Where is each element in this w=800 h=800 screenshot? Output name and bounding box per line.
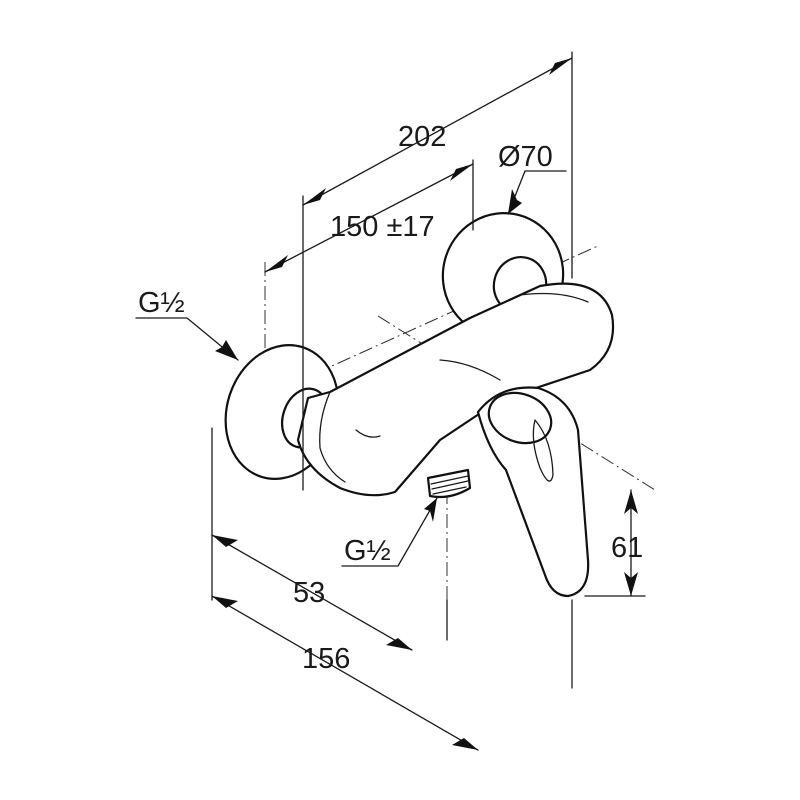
leader-thread-left bbox=[135, 317, 239, 361]
outlet-height-label: 61 bbox=[611, 532, 643, 564]
dim-depth bbox=[211, 595, 479, 751]
extension-lines bbox=[211, 51, 646, 689]
leader-rosette-diameter bbox=[507, 170, 567, 215]
valve-body bbox=[296, 282, 615, 497]
outlet-offset-label: 53 bbox=[293, 577, 325, 609]
thread-left-label: G½ bbox=[138, 287, 185, 319]
dim-outlet-height bbox=[624, 489, 638, 597]
leader-thread-outlet bbox=[341, 497, 438, 567]
dim-inlet-spacing bbox=[264, 163, 474, 273]
lever-handle bbox=[476, 386, 590, 598]
thread-outlet-label: G½ bbox=[344, 535, 391, 567]
depth-label: 156 bbox=[302, 643, 350, 675]
dim-overall-width bbox=[302, 57, 573, 206]
mixer-valve-body bbox=[224, 212, 615, 598]
inlet-spacing-label: 150 ±17 bbox=[330, 211, 435, 243]
overall-width-label: 202 bbox=[398, 121, 446, 153]
outlet-nozzle bbox=[426, 468, 472, 499]
dim-outlet-offset bbox=[211, 534, 413, 651]
rosette-diameter-label: Ø70 bbox=[498, 141, 553, 173]
